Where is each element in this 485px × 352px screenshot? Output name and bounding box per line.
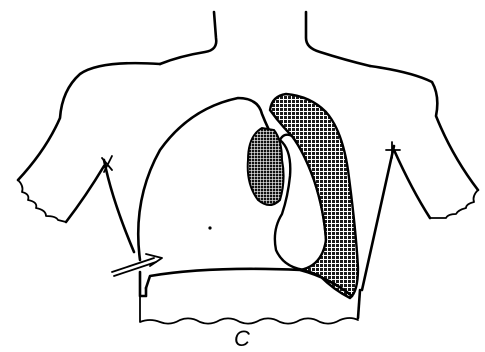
- heart-atrium: [248, 128, 284, 205]
- stray-dot: [208, 226, 211, 229]
- left-arm-cut: [18, 180, 66, 222]
- abdomen-right-edge: [358, 290, 360, 318]
- right-arm-inner: [394, 150, 430, 218]
- right-chest-wall: [362, 146, 394, 290]
- neck-left: [160, 12, 216, 64]
- left-chest-wall: [104, 160, 134, 252]
- abdomen-left-edge: [140, 272, 146, 296]
- abdomen-wavy-cut: [140, 296, 358, 324]
- left-arm-inner: [66, 166, 104, 222]
- panel-label: C: [234, 326, 250, 351]
- right-arm-cut: [430, 190, 478, 218]
- left-shoulder: [18, 63, 160, 180]
- pointer-arrow: [112, 254, 162, 276]
- right-shoulder: [370, 66, 478, 190]
- neck-right: [306, 12, 370, 66]
